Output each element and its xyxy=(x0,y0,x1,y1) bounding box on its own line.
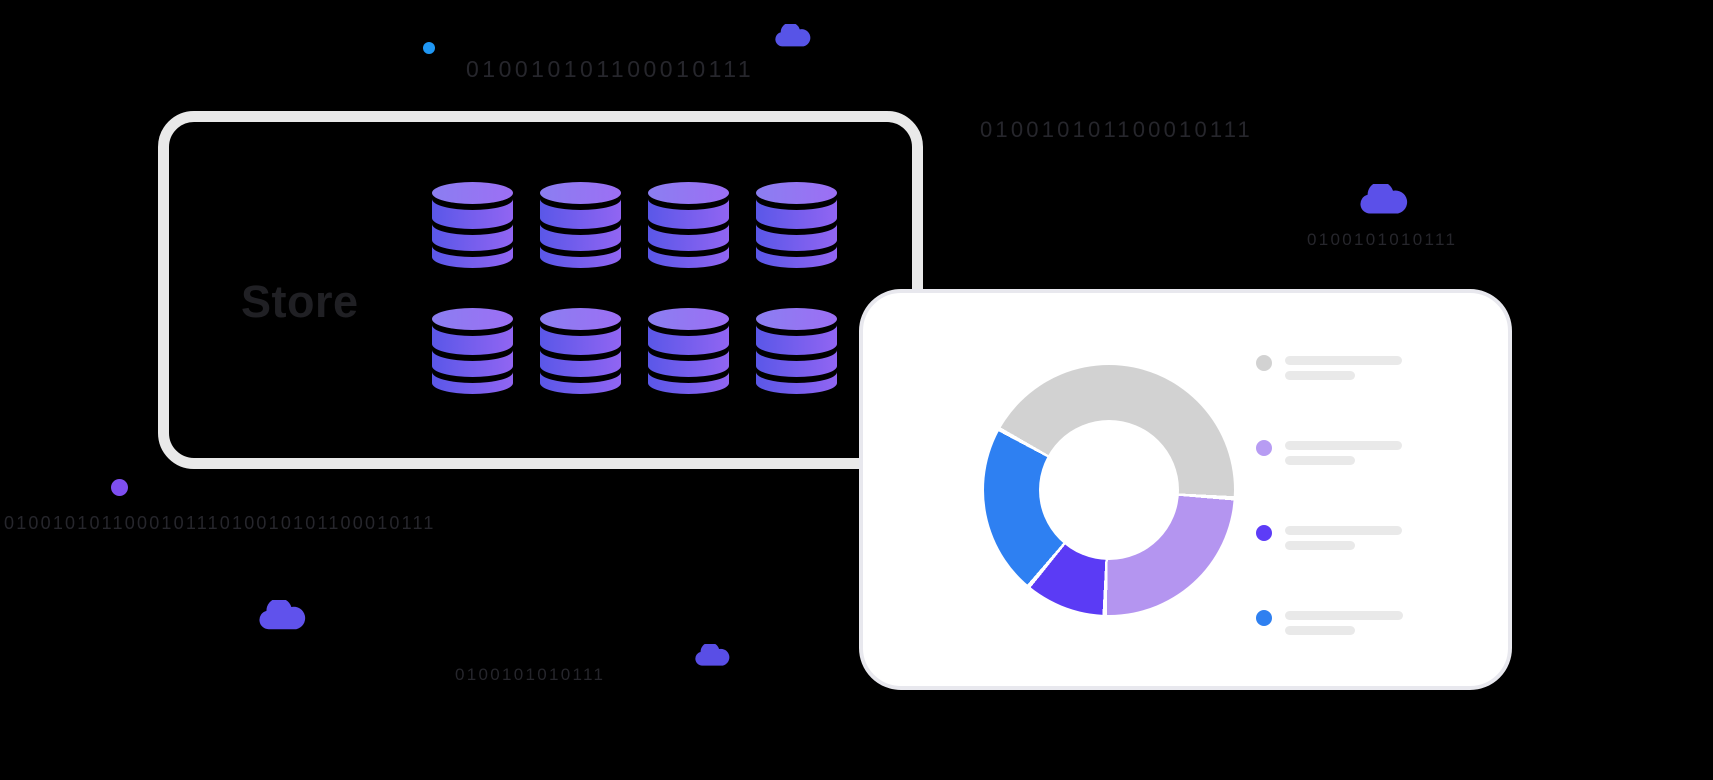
legend-placeholder-bar xyxy=(1285,456,1355,465)
legend-placeholder-bar xyxy=(1285,541,1355,550)
legend-dot-icon xyxy=(1256,440,1272,456)
donut-chart-hole xyxy=(1039,420,1179,560)
legend-placeholder-bars xyxy=(1285,610,1403,635)
cloud-icon xyxy=(1360,184,1408,214)
database-icon xyxy=(432,182,513,268)
legend-placeholder-bar xyxy=(1285,371,1355,380)
legend-item xyxy=(1256,610,1403,635)
database-icon xyxy=(648,308,729,394)
legend-item xyxy=(1256,355,1403,380)
legend-item xyxy=(1256,525,1403,550)
legend-placeholder-bars xyxy=(1285,525,1402,550)
legend-placeholder-bar xyxy=(1285,626,1355,635)
cloud-icon xyxy=(695,644,730,666)
database-icon xyxy=(540,308,621,394)
database-cylinder-grid xyxy=(432,182,837,394)
legend-placeholder-bar xyxy=(1285,441,1402,450)
database-icon xyxy=(432,308,513,394)
legend-placeholder-bars xyxy=(1285,355,1402,380)
legend-placeholder-bar xyxy=(1285,611,1403,620)
donut-chart xyxy=(984,365,1234,615)
purple-dot-icon xyxy=(111,479,128,496)
analytics-card xyxy=(859,289,1512,690)
legend-dot-icon xyxy=(1256,525,1272,541)
binary-text-top-right: 010010101100010111 xyxy=(980,117,1253,142)
legend-placeholder-bar xyxy=(1285,526,1402,535)
legend-placeholder-bars xyxy=(1285,440,1402,465)
blue-dot-icon xyxy=(423,42,435,54)
store-card-title: Store xyxy=(241,276,359,327)
database-icon xyxy=(756,308,837,394)
cloud-icon xyxy=(775,24,811,47)
legend-placeholder-bar xyxy=(1285,356,1402,365)
cloud-icon xyxy=(259,600,306,630)
store-card: Store xyxy=(158,111,923,469)
legend-dot-icon xyxy=(1256,610,1272,626)
chart-legend xyxy=(1256,355,1403,635)
binary-text-left: 010010101100010111010010101100010111 xyxy=(4,513,436,533)
legend-item xyxy=(1256,440,1403,465)
database-icon xyxy=(756,182,837,268)
binary-text-top-left: 010010101100010111 xyxy=(466,56,755,82)
legend-dot-icon xyxy=(1256,355,1272,371)
database-icon xyxy=(648,182,729,268)
database-icon xyxy=(540,182,621,268)
binary-text-bottom: 0100101010111 xyxy=(455,665,606,684)
binary-text-right: 0100101010111 xyxy=(1307,230,1458,249)
